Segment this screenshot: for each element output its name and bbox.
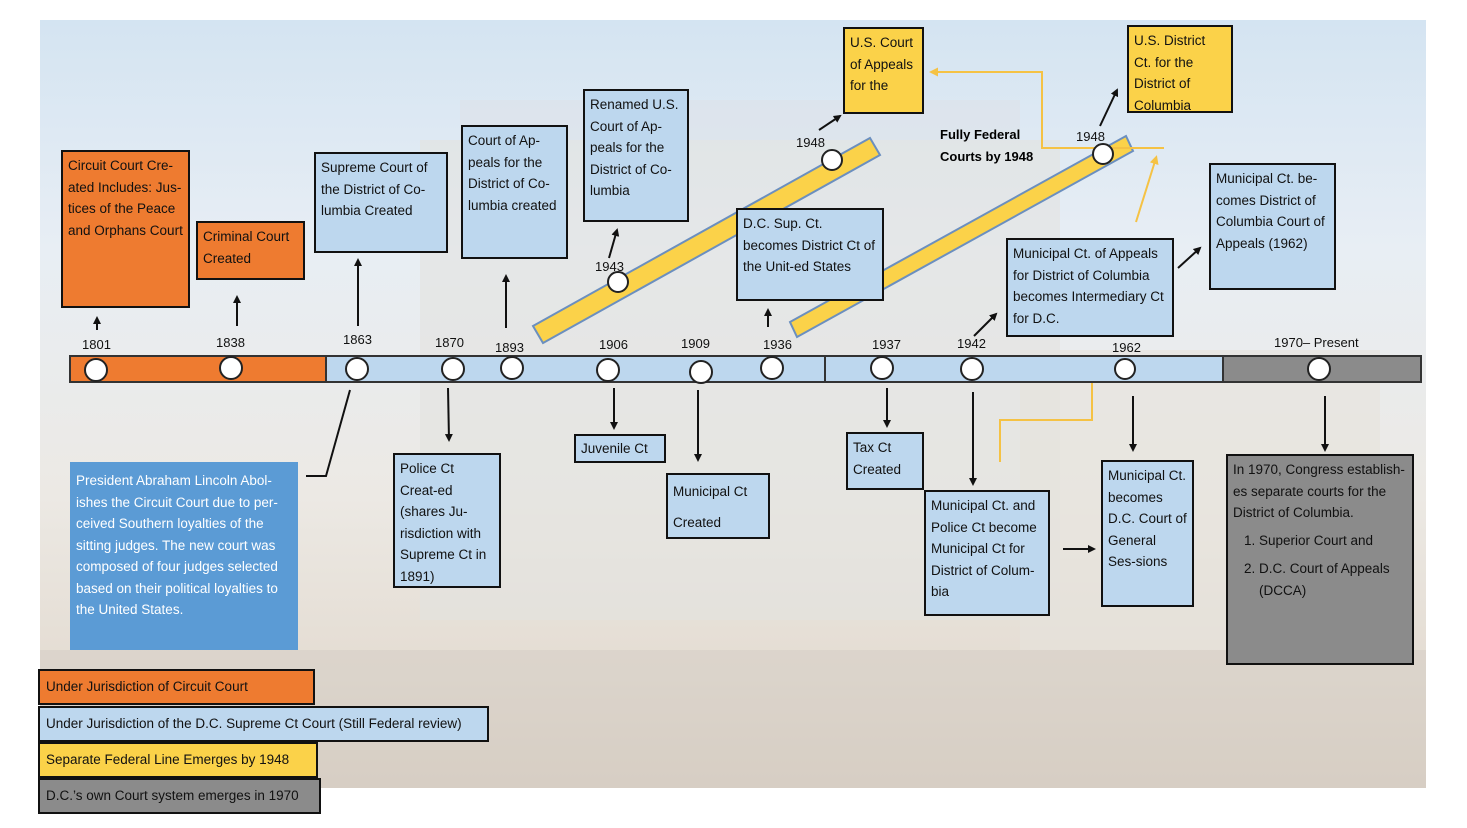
- timeline-circuit-segment: [69, 355, 327, 383]
- timeline-dot-1870: [441, 357, 465, 381]
- congress-intro: In 1970, Congress establish-es separate …: [1233, 462, 1405, 520]
- criminal-court-box: Criminal Court Created: [196, 221, 305, 280]
- year-1863: 1863: [343, 332, 372, 347]
- us-district-court-box: U.S. District Ct. for the District of Co…: [1127, 25, 1233, 113]
- timeline-supreme-segment-1: [325, 355, 826, 383]
- year-1970-present: 1970– Present: [1274, 335, 1359, 350]
- renamed-court-box: Renamed U.S. Court of Ap-peals for the D…: [583, 89, 689, 222]
- police-ct-box: Police Ct Creat-ed (shares Ju-risdiction…: [393, 453, 501, 588]
- congress-item-1: Superior Court and: [1259, 530, 1407, 552]
- year-1948-district: 1948: [1076, 129, 1105, 144]
- timeline-dot-1906: [596, 358, 620, 382]
- municipal-ct-line-2: Created: [673, 515, 722, 530]
- general-sessions-box: Municipal Ct. becomes D.C. Court of Gene…: [1101, 460, 1194, 607]
- congress-item-2: D.C. Court of Appeals (DCCA): [1259, 558, 1407, 602]
- congress-1970-box: In 1970, Congress establish-es separate …: [1226, 454, 1414, 665]
- timeline-dot-1962: [1114, 358, 1136, 380]
- year-1838: 1838: [216, 335, 245, 350]
- legend-federal-line: Separate Federal Line Emerges by 1948: [38, 742, 318, 778]
- year-1870: 1870: [435, 335, 464, 350]
- timeline-dot-1893: [500, 356, 524, 380]
- juvenile-ct-box: Juvenile Ct: [574, 434, 666, 463]
- timeline-dot-1937: [870, 356, 894, 380]
- municipal-ct-line-1: Municipal Ct: [673, 484, 748, 499]
- municipal-dcca-1962-box: Municipal Ct. be-comes District of Colum…: [1209, 163, 1336, 290]
- us-court-of-appeals-box: U.S. Court of Appeals for the: [843, 27, 924, 114]
- timeline-dot-1801: [84, 358, 108, 382]
- fully-federal-label: Fully Federal Courts by 1948: [940, 127, 1034, 164]
- tax-ct-box: Tax Ct Created: [846, 432, 924, 490]
- municipal-ct-box: Municipal Ct Created: [666, 473, 770, 539]
- year-1906: 1906: [599, 337, 628, 352]
- timeline-dot-1970: [1307, 357, 1331, 381]
- legend-circuit-court: Under Jurisdiction of Circuit Court: [38, 669, 315, 705]
- timeline-dot-1942: [960, 357, 984, 381]
- year-1801: 1801: [82, 337, 111, 352]
- supreme-court-box: Supreme Court of the District of Co-lumb…: [314, 152, 448, 253]
- year-1909: 1909: [681, 336, 710, 351]
- year-1962: 1962: [1112, 340, 1141, 355]
- legend-dc-supreme: Under Jurisdiction of the D.C. Supreme C…: [38, 706, 489, 742]
- municipal-appeals-intermediary-box: Municipal Ct. of Appeals for District of…: [1006, 238, 1174, 337]
- year-1942: 1942: [957, 336, 986, 351]
- court-of-appeals-box: Court of Ap-peals for the District of Co…: [461, 125, 568, 259]
- congress-courts-list: Superior Court and D.C. Court of Appeals…: [1233, 530, 1407, 602]
- circuit-court-box: Circuit Court Cre-ated Includes: Jus-tic…: [61, 150, 190, 308]
- timeline-dot-1863: [345, 357, 369, 381]
- dc-sup-ct-box: D.C. Sup. Ct. becomes District Ct of the…: [736, 208, 884, 301]
- municipal-police-box: Municipal Ct. and Police Ct become Munic…: [924, 490, 1050, 616]
- legend-dc-own-system: D.C.’s own Court system emerges in 1970: [38, 778, 321, 814]
- year-1936: 1936: [763, 337, 792, 352]
- year-1948-appeals: 1948: [796, 135, 825, 150]
- timeline-dot-1909: [689, 360, 713, 384]
- timeline-dot-1838: [219, 356, 243, 380]
- federal-dot-1948a: [821, 149, 843, 171]
- year-1893: 1893: [495, 340, 524, 355]
- federal-dot-1943: [607, 271, 629, 293]
- lincoln-note-box: President Abraham Lincoln Abol-ishes the…: [70, 462, 298, 650]
- federal-dot-1948b: [1092, 143, 1114, 165]
- year-1943: 1943: [595, 259, 624, 274]
- year-1937: 1937: [872, 337, 901, 352]
- timeline-dot-1936: [760, 356, 784, 380]
